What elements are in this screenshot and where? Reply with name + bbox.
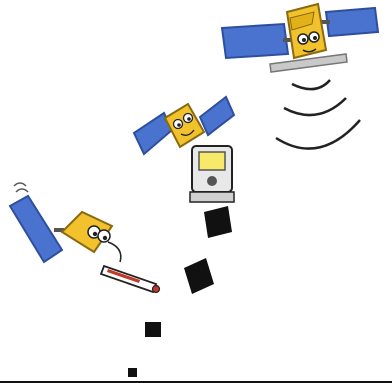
signal-wave-small	[16, 189, 28, 192]
signal-waves-icon	[276, 80, 360, 149]
data-packet	[128, 368, 137, 377]
signal-wave	[276, 120, 360, 149]
data-packet	[184, 258, 214, 294]
satellite-pupil	[302, 38, 306, 42]
computer-base	[190, 192, 234, 202]
data-packet	[145, 322, 161, 337]
solar-panel-left	[222, 24, 288, 58]
signal-wave	[292, 80, 330, 89]
satellite-pupil	[313, 36, 317, 40]
satellite-pupil	[177, 123, 181, 127]
antenna-dish	[270, 54, 347, 72]
satellite-pupil	[103, 236, 107, 240]
computer-screen	[199, 152, 225, 170]
satellite-pupil	[93, 232, 97, 236]
signal-wave-small	[14, 183, 26, 186]
probe-cable	[108, 242, 121, 262]
thermometer-bulb	[153, 286, 160, 293]
data-packet	[204, 206, 232, 238]
data-packet-icon	[128, 206, 232, 377]
computer-drive	[207, 176, 217, 186]
computer-icon	[190, 146, 234, 202]
solar-panel-right	[200, 97, 234, 135]
solar-panel-right	[326, 8, 378, 36]
signal-wave	[284, 98, 346, 115]
satellite-icon	[222, 4, 378, 72]
satellite-pupil	[187, 117, 191, 121]
satellite-body	[165, 104, 204, 147]
satellite-body	[287, 4, 326, 58]
thermometer-icon	[101, 266, 160, 293]
satellite-eye	[98, 230, 110, 242]
satellite-icon	[10, 183, 121, 262]
